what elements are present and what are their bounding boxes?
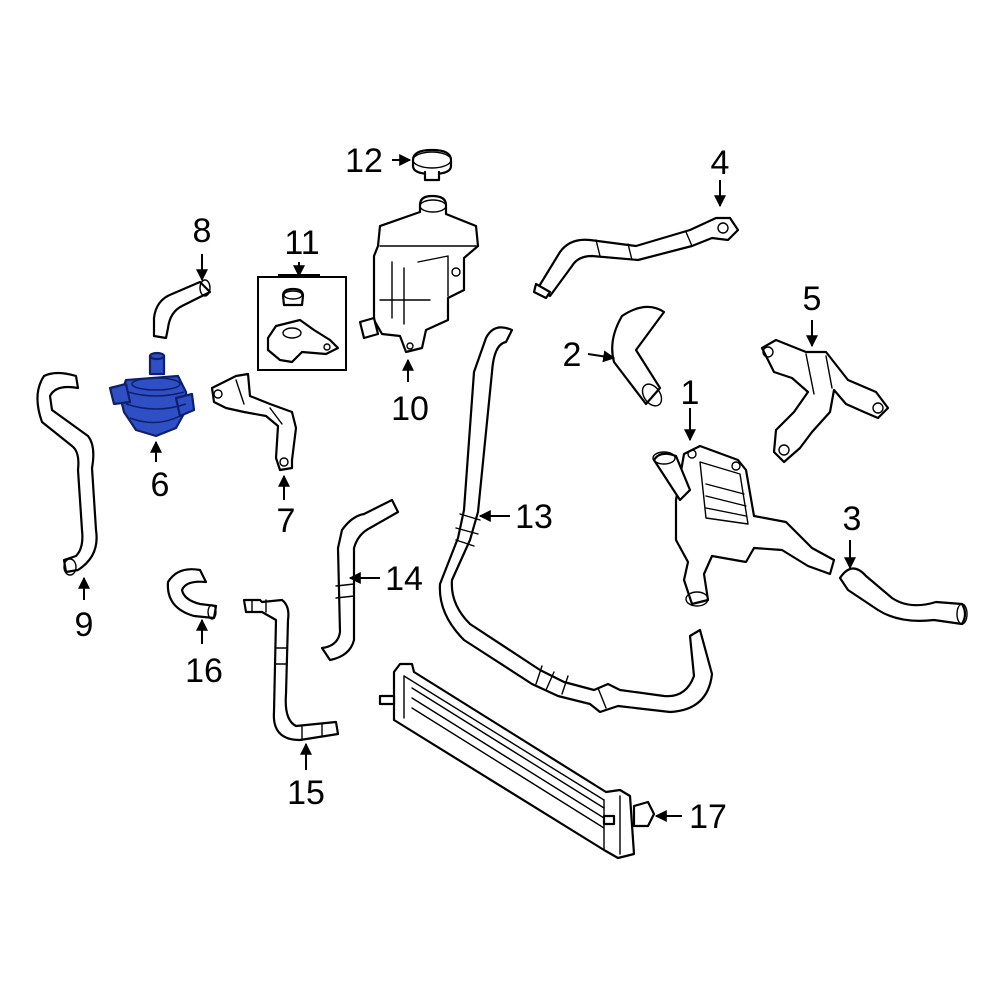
- callout-6: 6: [151, 466, 170, 504]
- part-6-electric-water-pump[interactable]: [108, 351, 196, 438]
- part-3-hose[interactable]: [838, 567, 968, 626]
- callout-7: 7: [277, 502, 296, 540]
- callout-5: 5: [803, 280, 822, 318]
- part-7-pump-bracket[interactable]: [210, 372, 298, 472]
- callout-10: 10: [391, 390, 429, 428]
- part-4-coolant-pipe[interactable]: [532, 216, 740, 300]
- callout-12: 12: [345, 142, 383, 180]
- part-13-long-hose[interactable]: [438, 326, 714, 714]
- part-17-radiator[interactable]: [378, 662, 656, 860]
- callout-1: 1: [681, 374, 700, 412]
- part-11-reservoir-mount[interactable]: [266, 287, 340, 364]
- callout-8: 8: [193, 212, 212, 250]
- callout-13: 13: [515, 498, 553, 536]
- part-5-bracket[interactable]: [760, 338, 890, 464]
- callout-numbers: 1 2 3 4 5 6 7 8 9 10 11 12 13 14 15 16 1…: [75, 142, 862, 836]
- callout-14: 14: [385, 560, 423, 598]
- callout-9: 9: [75, 606, 94, 644]
- callout-3: 3: [843, 500, 862, 538]
- part-2-elbow-hose[interactable]: [611, 305, 666, 410]
- leader-lines: [78, 154, 856, 822]
- part-12-reservoir-cap[interactable]: [411, 148, 453, 182]
- callout-15: 15: [287, 774, 325, 812]
- callout-17: 17: [689, 798, 727, 836]
- part-16-elbow-hose[interactable]: [166, 568, 218, 620]
- part-9-long-hose[interactable]: [36, 371, 98, 576]
- part-1-oil-cooler[interactable]: [652, 444, 836, 607]
- part-10-coolant-reservoir[interactable]: [358, 194, 480, 354]
- callout-16: 16: [185, 652, 223, 690]
- callout-11: 11: [284, 224, 319, 262]
- part-15-pipe[interactable]: [242, 598, 340, 742]
- callout-4: 4: [711, 144, 730, 182]
- callout-2: 2: [563, 336, 582, 374]
- part-8-small-hose[interactable]: [152, 279, 212, 340]
- part-14-hose[interactable]: [320, 498, 400, 662]
